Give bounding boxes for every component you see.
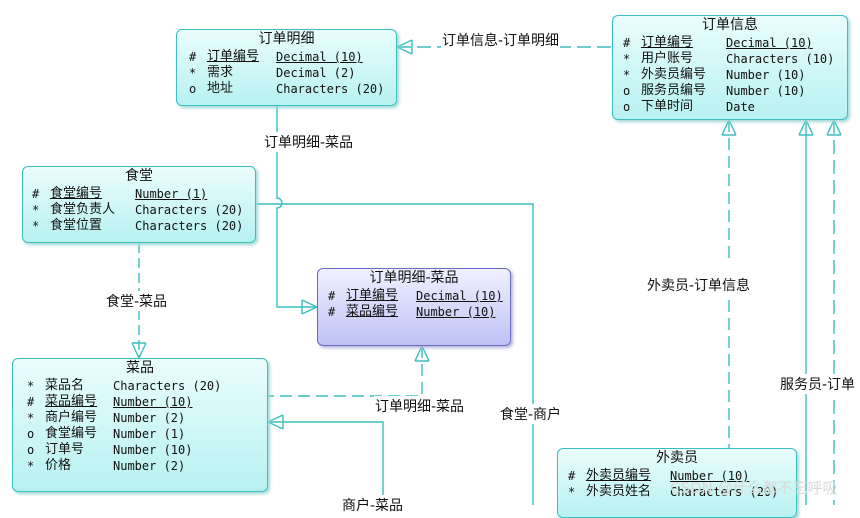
relationship-label: 外卖员-订单信息 xyxy=(646,275,752,295)
entity-title: 外卖员 xyxy=(656,450,698,466)
entity-title: 订单信息 xyxy=(702,17,758,33)
relationship-label: 食堂-商户 xyxy=(499,404,563,424)
watermark: CSDN @什么都不忘呼吸 xyxy=(670,479,838,497)
relationship-label: 订单信息-订单明细 xyxy=(441,30,561,50)
entity-title: 订单明细 xyxy=(258,31,315,47)
relationship-label: 商户-菜品 xyxy=(341,495,405,515)
relationship-label: 订单明细-菜品 xyxy=(374,396,466,416)
relationship-label: 服务员-订单 xyxy=(779,374,857,394)
entity-title: 订单明细-菜品 xyxy=(369,270,459,286)
relationship-label: 订单明细-菜品 xyxy=(263,132,355,152)
entity-title: 菜品 xyxy=(126,360,154,376)
relationship-label: 食堂-菜品 xyxy=(105,291,169,311)
entity-title: 食堂 xyxy=(125,168,153,184)
